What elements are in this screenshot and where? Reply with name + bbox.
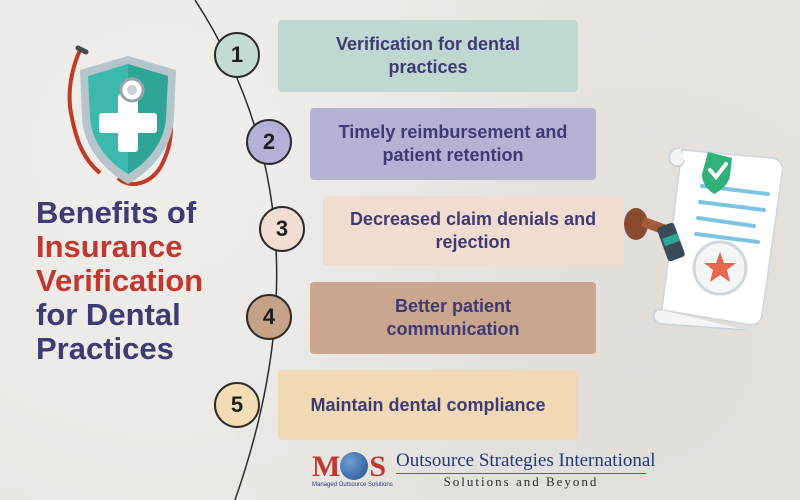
step-3-number: 3: [259, 206, 305, 252]
medical-shield-stethoscope-icon: [67, 45, 176, 186]
step-2-number: 2: [246, 119, 292, 165]
step-1-number: 1: [214, 32, 260, 78]
globe-icon: [340, 452, 369, 480]
logo-mark-left: M: [312, 450, 340, 483]
title-line-1: Benefits of: [36, 195, 197, 230]
step-5-number: 5: [214, 382, 260, 428]
logo-divider: [396, 473, 646, 474]
step-2-box: Timely reimbursement and patient retenti…: [310, 108, 596, 180]
title-line-5: Practices: [36, 331, 174, 366]
step-4-number: 4: [246, 294, 292, 340]
title-line-4: for Dental: [36, 297, 181, 332]
page-title: Benefits of Insurance Verification for D…: [36, 196, 246, 366]
company-name: Outsource Strategies International: [396, 450, 656, 471]
step-5-box: Maintain dental compliance: [278, 370, 578, 440]
step-1-box: Verification for dental practices: [278, 20, 578, 92]
logo-mark-subtitle: Managed Outsource Solutions: [312, 482, 393, 488]
step-3-box: Decreased claim denials and rejection: [323, 196, 623, 266]
step-4-box: Better patient communication: [310, 282, 596, 354]
insurance-document-stamp-icon: [624, 147, 784, 330]
company-tagline: Solutions and Beyond: [443, 474, 599, 489]
logo-mark-right: S: [369, 450, 386, 483]
title-line-2: Insurance: [36, 229, 183, 264]
title-line-3: Verification: [36, 263, 204, 298]
